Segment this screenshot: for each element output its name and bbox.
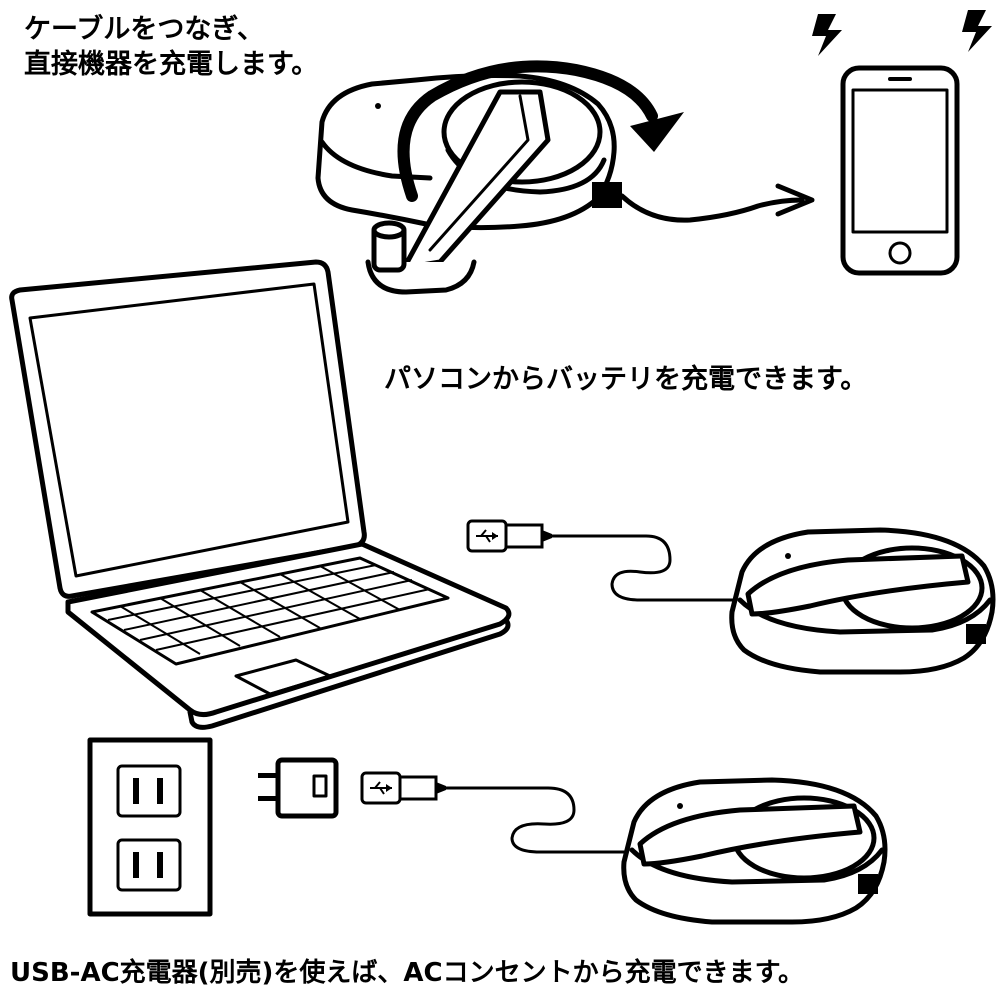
usb-cable xyxy=(550,534,748,602)
direct-charge-caption-line2: 直接機器を充電します。 xyxy=(24,49,319,80)
direct-charge-caption-line1: ケーブルをつなぎ、 xyxy=(24,14,265,45)
laptop-icon xyxy=(9,259,512,730)
pc-charge-caption: パソコンからバッテリを充電できます。 xyxy=(384,364,868,395)
wall-outlet-icon xyxy=(87,737,213,917)
smartphone-icon xyxy=(840,65,960,276)
usb-cable xyxy=(444,786,638,854)
ac-charge-caption: USB-AC充電器(別売)を使えば、ACコンセントから充電できます。 xyxy=(10,958,805,988)
battery-device-icon xyxy=(729,527,996,675)
lightning-icon xyxy=(812,14,842,56)
direct-charge-caption: ケーブルをつなぎ、 直接機器を充電します。 xyxy=(24,12,318,82)
charge-cable xyxy=(619,183,815,223)
usb-plug-icon xyxy=(466,519,554,553)
lightning-icon xyxy=(962,10,992,52)
usb-plug-icon xyxy=(360,771,448,805)
rotation-arrow xyxy=(397,60,684,202)
ac-adapter-icon xyxy=(258,757,339,819)
battery-device-icon xyxy=(315,73,622,295)
battery-device-icon xyxy=(621,777,888,925)
